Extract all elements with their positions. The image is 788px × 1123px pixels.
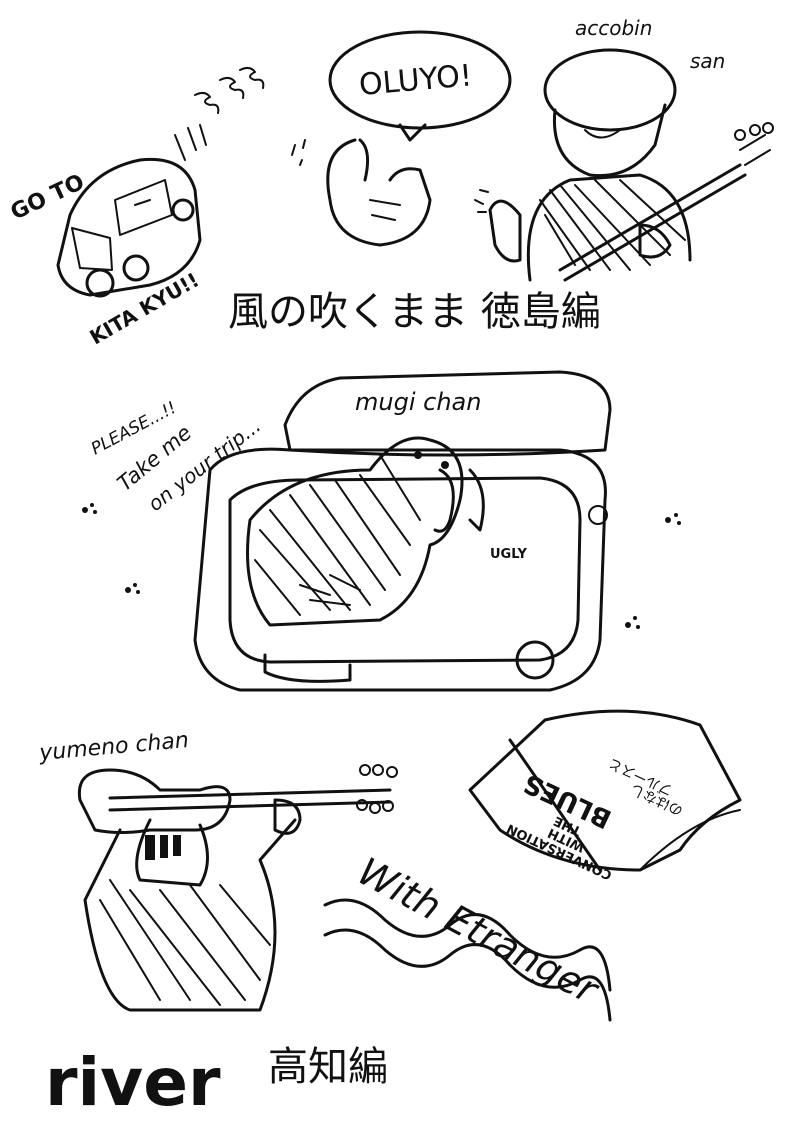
dog-illustration (246, 436, 485, 627)
title-bottom: 高知編 (268, 1044, 388, 1090)
suitcase-illustration (193, 370, 612, 692)
river-logo: river (45, 1044, 221, 1121)
title-top: 風の吹くまま 徳島編 (228, 289, 601, 335)
bassist-illustration (474, 48, 774, 282)
wave-ribbon (323, 898, 612, 1022)
car-illustration (56, 66, 265, 298)
kita-kyu-label: KITA KYU!! (86, 268, 204, 350)
dog-name: mugi chan (355, 388, 481, 416)
hand-gesture-illustration (291, 138, 432, 247)
dog-tag: UGLY (490, 547, 527, 562)
person-name-top: accobin (575, 16, 652, 40)
book-illustration (468, 709, 742, 872)
paw-prints (82, 503, 681, 629)
speech-text: OLUYO! (358, 58, 474, 103)
go-to-label: GO TO (7, 170, 88, 226)
speech-bubble (328, 30, 512, 142)
guitarist-illustration (77, 764, 398, 1012)
person-name-bottom: yumeno chan (37, 728, 189, 766)
with-etranger-text: With Etranger (351, 849, 607, 1013)
person-name-top-suffix: san (690, 49, 725, 73)
